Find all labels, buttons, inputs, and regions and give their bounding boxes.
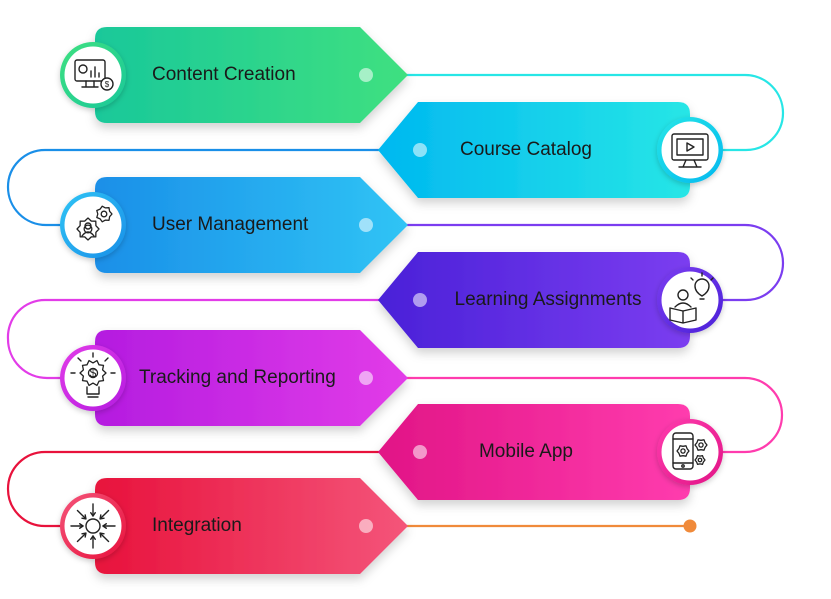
step-dot (359, 68, 373, 82)
connector-line (6, 148, 420, 227)
step-shape (378, 102, 690, 198)
step-shape (95, 478, 408, 574)
user-gears-icon (60, 192, 126, 258)
step-label: Tracking and Reporting (139, 367, 336, 388)
step-shape (95, 177, 408, 273)
connectors (6, 73, 785, 533)
connector-line (366, 376, 784, 454)
step-dot (359, 371, 373, 385)
step-dot (413, 143, 427, 157)
connector-line (6, 298, 420, 380)
dollar-bulb-icon: $ (60, 345, 126, 411)
step-shape (378, 252, 690, 348)
step-shape (95, 330, 408, 426)
step-dot (359, 218, 373, 232)
step-label: Course Catalog (459, 139, 593, 160)
svg-text:$: $ (90, 366, 97, 380)
connector-line (366, 223, 785, 302)
reader-idea-icon (657, 267, 723, 333)
connector-line (6, 450, 420, 528)
integration-arrows-icon (60, 493, 126, 559)
step-label: User Management (152, 214, 309, 235)
svg-text:$: $ (105, 80, 110, 89)
step-dot (413, 293, 427, 307)
step-label: Content Creation (152, 64, 296, 85)
step-shape (95, 27, 408, 123)
step-shape (378, 404, 690, 500)
mobile-gears-icon (657, 419, 723, 485)
step-dot (359, 519, 373, 533)
connector-line (366, 73, 785, 152)
step-label: Learning Assignments (454, 289, 642, 310)
monitor-chart-icon: $ (60, 42, 126, 108)
step-label: Integration (152, 515, 242, 536)
video-monitor-icon (657, 117, 723, 183)
end-dot (683, 519, 697, 533)
shapes (95, 27, 690, 574)
step-dot (413, 445, 427, 459)
step-label: Mobile App (478, 441, 573, 462)
icon-circles: $$ (60, 42, 723, 559)
